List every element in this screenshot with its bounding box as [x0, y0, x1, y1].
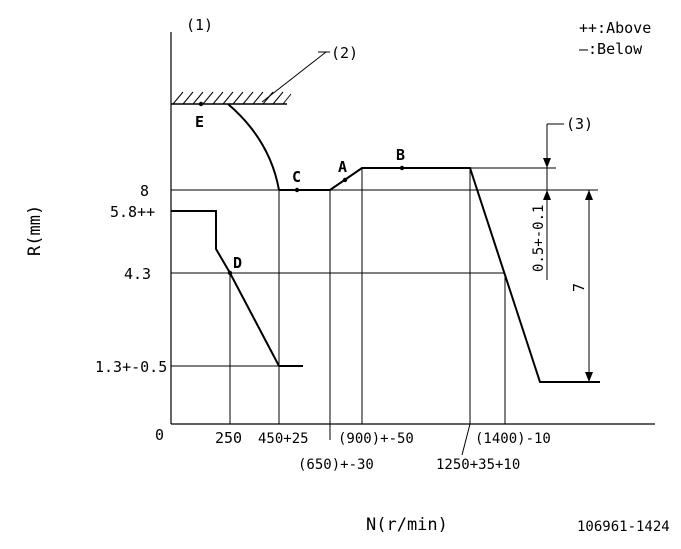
dim-0-5-arrow-up — [543, 190, 551, 200]
point-E-marker — [198, 101, 204, 107]
stopper-hatching — [172, 91, 292, 105]
note-2: (2) — [331, 44, 358, 62]
x-tick-450: 450+25 — [258, 431, 309, 447]
y-tick-8: 8 — [140, 182, 149, 200]
x-axis-title: N(r/min) — [366, 515, 448, 535]
note-3: (3) — [566, 115, 593, 133]
curve-C-B-fall — [279, 167, 600, 383]
point-A-marker — [342, 177, 348, 183]
x-tick-900: (900)+-50 — [338, 431, 414, 447]
y-axis-title: R(mm) — [25, 205, 45, 256]
note-2-leader — [261, 51, 327, 103]
point-B-marker — [399, 165, 405, 171]
point-D-marker — [227, 270, 233, 276]
curve-start-D — [171, 210, 303, 367]
point-A-label: A — [338, 158, 347, 176]
x-tick-250: 250 — [215, 429, 242, 447]
point-B-label: B — [396, 146, 405, 164]
dim-7-arrow-up — [585, 190, 593, 200]
dim-7-arrow-down — [585, 372, 593, 382]
legend-above: ++:Above — [579, 19, 651, 37]
legend-below: —:Below — [579, 40, 643, 58]
document-code: 106961-1424 — [577, 519, 670, 535]
y-tick-1-3: 1.3+-0.5 — [95, 358, 167, 376]
x-tick-1400: (1400)-10 — [475, 431, 551, 447]
origin-label: 0 — [155, 426, 164, 444]
point-E-label: E — [195, 113, 204, 131]
x-tick-1250: 1250+35+10 — [436, 457, 520, 473]
y-tick-5-8: 5.8++ — [110, 203, 155, 221]
point-D-label: D — [233, 254, 242, 272]
curve-E-C — [227, 103, 280, 191]
note-1: (1) — [186, 16, 213, 34]
point-C-label: C — [292, 168, 301, 186]
dim-0-5-label: 0.5+-0.1 — [531, 205, 547, 272]
point-C-marker — [294, 187, 300, 193]
x-tick-1250-leader — [461, 423, 471, 456]
dim-0-5-arrow-down — [543, 158, 551, 168]
dim-7-label: 7 — [570, 283, 588, 292]
y-tick-4-3: 4.3 — [124, 265, 151, 283]
x-tick-650: (650)+-30 — [298, 457, 374, 473]
